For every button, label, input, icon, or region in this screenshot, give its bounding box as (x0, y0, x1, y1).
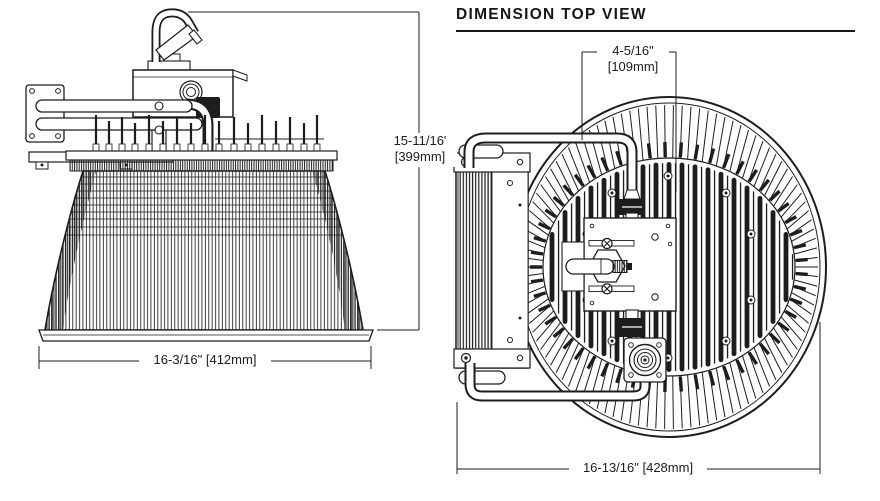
side-view-dimension-lines (38, 11, 420, 369)
heat-sink-pins (92, 115, 321, 153)
reflector-lip (38, 329, 374, 342)
dimension-pipe-inches: 4-5/16" (612, 43, 654, 58)
dimension-label-height: 15-11/16' [399mm] (383, 133, 457, 167)
dimension-label-overall-width: 16-13/16" [428mm] (569, 460, 707, 477)
driver-box (453, 152, 531, 369)
conduit-tube-upper (35, 99, 193, 113)
top-view-drawing (453, 51, 827, 474)
hook-swivel-assembly (619, 309, 667, 383)
dimension-pipe-mm: [109mm] (607, 59, 659, 74)
phillips-screw (601, 283, 613, 295)
dimension-label-pipe-offset: 4-5/16" [109mm] (597, 43, 669, 77)
reflector-bell (38, 150, 374, 342)
phillips-screw (601, 237, 613, 250)
conduit-arms (35, 80, 220, 152)
side-view-drawing (25, 8, 420, 369)
conduit-loop-bottom (458, 363, 651, 402)
dimension-height-inches: 15-11/16' (393, 133, 447, 148)
conduit-loop-top (458, 132, 645, 221)
bolt-shaft (565, 258, 615, 275)
dimension-height-mm: [399mm] (394, 149, 446, 164)
top-view-heading: DIMENSION TOP VIEW (456, 6, 647, 23)
heading-underline (456, 30, 855, 32)
dimension-label-reflector-width: 16-3/16" [412mm] (139, 352, 271, 369)
mounting-hook (151, 8, 203, 62)
